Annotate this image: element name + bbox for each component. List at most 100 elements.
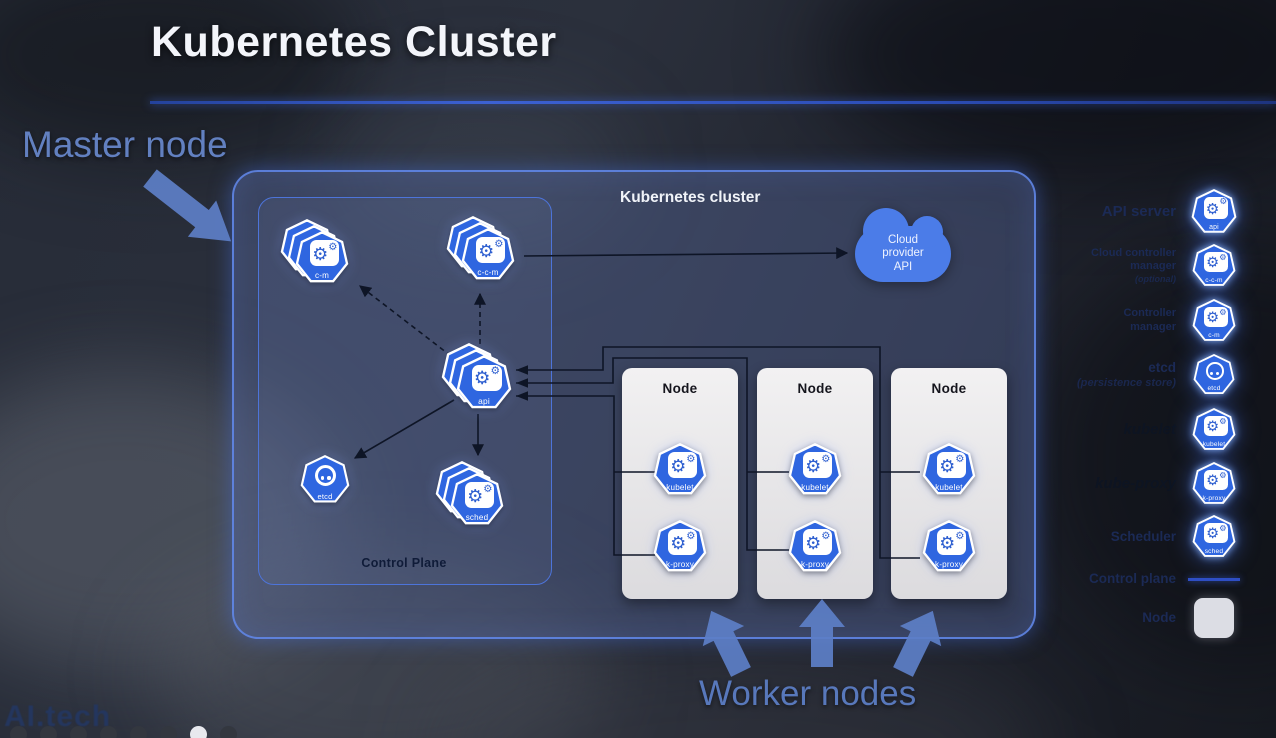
gear-icon: ⚙: [805, 455, 822, 477]
heptagon-shape: ⚙⚙c-m: [295, 231, 349, 283]
carousel-dot: [160, 726, 177, 738]
kubelet-icon-label: kubelet: [666, 483, 694, 493]
background-blob: [1040, 250, 1276, 670]
gear-icon: ⚙: [686, 452, 696, 465]
legend-kubelet-icon-label: kubelet: [1202, 441, 1226, 449]
gears-glyph: ⚙⚙: [1204, 469, 1228, 491]
legend-k-proxy-icon: ⚙⚙ k-proxy: [1192, 462, 1236, 506]
heptagon-shape: ⚙⚙kubelet: [653, 443, 707, 495]
gear-icon: ⚙: [467, 485, 484, 507]
sched-icon-label: sched: [465, 513, 489, 523]
heptagon-face: ⚙⚙ k-proxy: [1194, 464, 1234, 502]
kubelet-icon: ⚙⚙kubelet: [788, 443, 842, 497]
heptagon-shape: etcd: [300, 455, 350, 503]
heptagon-face: ⚙⚙c-m: [298, 233, 346, 281]
cloud-line: provider: [882, 247, 924, 260]
legend-label-scheduler: Scheduler: [1111, 529, 1176, 546]
c-m-icon: ⚙⚙c-m: [280, 219, 349, 285]
heptagon-face: ⚙⚙ api: [459, 357, 509, 406]
gears-glyph: ⚙⚙: [1204, 522, 1228, 544]
gear-icon: ⚙: [670, 532, 687, 554]
k-proxy-icon: ⚙⚙ k-proxy: [788, 520, 842, 574]
gear-icon: ⚙: [1206, 419, 1220, 436]
gears-glyph: ⚙⚙: [471, 364, 502, 391]
legend-c-c-m-icon: ⚙⚙c-c-m: [1192, 244, 1236, 288]
kubelet-icon: ⚙⚙kubelet: [653, 443, 707, 497]
gears-glyph: ⚙⚙: [476, 237, 505, 263]
legend-k-proxy-icon-label: k-proxy: [1202, 495, 1226, 503]
legend-etcd-icon-label: etcd: [1207, 385, 1221, 393]
legend-api-icon-label: api: [1209, 223, 1219, 231]
gears-glyph: ⚙⚙: [937, 452, 966, 478]
k-proxy-icon-label: k-proxy: [666, 560, 694, 570]
gear-icon: ⚙: [1206, 310, 1220, 327]
legend-row-scheduler: Scheduler ⚙⚙ sched: [1111, 511, 1240, 563]
cloud-provider-api-label: Cloud provider API: [855, 224, 951, 284]
legend-symbol-slot: [1188, 553, 1240, 605]
heptagon-face: etcd: [302, 457, 348, 501]
k-proxy-icon: ⚙⚙ k-proxy: [653, 520, 707, 574]
legend-symbol-slot: ⚙⚙c-c-m: [1188, 240, 1240, 292]
legend-label-line: etcd: [1148, 359, 1176, 375]
c-m-icon-label: c-m: [314, 271, 330, 281]
etcd-ring-glyph: [1205, 362, 1224, 380]
legend-c-m-icon: ⚙⚙c-m: [1192, 299, 1236, 343]
worker-nodes-label: Worker nodes: [699, 674, 917, 713]
carousel-dot: [130, 726, 147, 738]
legend-symbol-slot: ⚙⚙ k-proxy: [1188, 458, 1240, 510]
gear-icon: ⚙: [821, 452, 831, 465]
gear-icon: ⚙: [955, 452, 965, 465]
legend-label-line: Controller: [1123, 307, 1176, 320]
api-icon-label: api: [478, 396, 490, 407]
gears-glyph: ⚙⚙: [803, 529, 832, 555]
heptagon-shape: ⚙⚙ k-proxy: [653, 520, 707, 572]
legend-label-line: (optional): [1134, 274, 1176, 285]
heptagon-face: ⚙⚙kubelet: [656, 445, 704, 493]
heptagon-face: ⚙⚙c-m: [1194, 301, 1234, 339]
heptagon-shape: etcd: [1193, 354, 1235, 394]
gear-icon: ⚙: [1219, 251, 1227, 262]
title-divider: [150, 101, 1276, 104]
heptagon-shape: ⚙⚙c-m: [1192, 299, 1236, 341]
k-proxy-icon-label: k-proxy: [801, 560, 829, 570]
gear-icon: ⚙: [821, 529, 831, 542]
gears-glyph: ⚙⚙: [1204, 306, 1228, 328]
gears-glyph: ⚙⚙: [668, 529, 697, 555]
heptagon-shape: ⚙⚙ sched: [450, 473, 504, 525]
heptagon-face: ⚙⚙ k-proxy: [791, 522, 839, 570]
cluster-panel-title: Kubernetes cluster: [620, 189, 761, 206]
node-title: Node: [662, 381, 698, 396]
node-title: Node: [797, 381, 833, 396]
legend-label-line: (persistence store): [1077, 376, 1176, 389]
legend-label-line: manager: [1130, 321, 1176, 333]
gear-icon: ⚙: [939, 532, 956, 554]
legend-label-api-server: API server: [1102, 203, 1176, 222]
heptagon-face: ⚙⚙ sched: [1194, 517, 1234, 555]
gear-icon: ⚙: [1205, 199, 1220, 218]
api-icon: ⚙⚙ api: [441, 343, 512, 411]
gears-glyph: ⚙⚙: [803, 452, 832, 478]
legend-label-node: Node: [1142, 610, 1176, 627]
carousel-dot: [40, 726, 57, 738]
heptagon-face: ⚙⚙ sched: [453, 475, 501, 523]
control-plane-label: Control Plane: [361, 556, 447, 570]
legend-sched-icon-label: sched: [1204, 548, 1224, 556]
legend-label-line: Cloud controller: [1091, 246, 1176, 259]
heptagon-face: ⚙⚙ c-c-m: [464, 230, 512, 278]
heptagon-shape: ⚙⚙ k-proxy: [788, 520, 842, 572]
gear-icon: ⚙: [1206, 255, 1220, 272]
heptagon-face: ⚙⚙k-proxy: [925, 522, 973, 570]
kubelet-icon: ⚙⚙kubelet: [922, 443, 976, 497]
gears-glyph: ⚙⚙: [1204, 415, 1228, 437]
legend-symbol-slot: ⚙⚙ sched: [1188, 511, 1240, 563]
legend-api-icon: ⚙⚙api: [1191, 189, 1237, 235]
legend-label-line: Node: [1142, 609, 1176, 625]
etcd-icon: etcd: [300, 455, 350, 505]
legend-sched-icon: ⚙⚙ sched: [1192, 515, 1236, 559]
c-c-m-icon-label: c-c-m: [477, 268, 499, 278]
heptagon-shape: ⚙⚙ c-c-m: [461, 228, 515, 280]
gears-glyph: ⚙⚙: [465, 482, 494, 508]
